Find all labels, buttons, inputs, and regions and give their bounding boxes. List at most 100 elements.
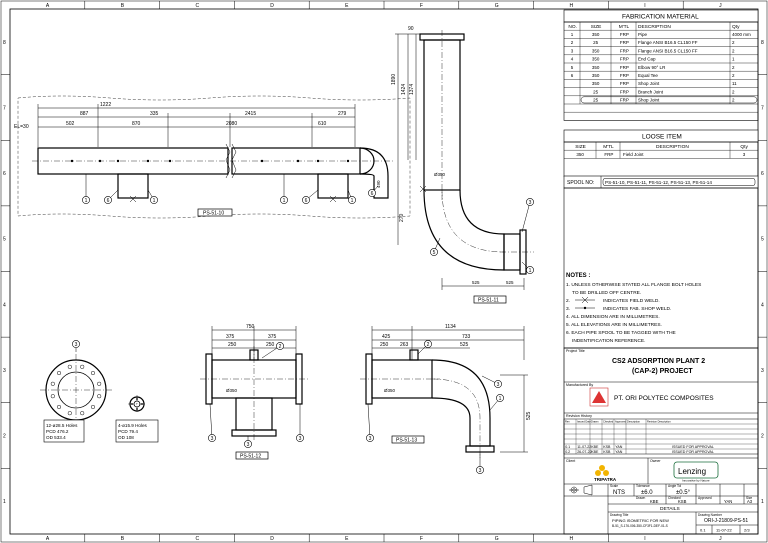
fab-cell: 3 (571, 48, 574, 53)
riser-tag: PS-51-11 (478, 298, 499, 304)
elbow-pipe-label: Ø350 (384, 388, 396, 393)
tee-tag: PS-51-12 (240, 454, 261, 460)
elbow-tag-box (391, 435, 425, 444)
rev-cell: 26-07-22 (577, 450, 591, 454)
elbow-dim-5: 525 (460, 342, 469, 348)
note-2-prefix: 2. (566, 298, 570, 304)
dim-small-0: 490 (376, 180, 381, 188)
elbow-dim-0: 1134 (445, 324, 456, 330)
item-bubble-number: 3 (299, 436, 302, 442)
dim-b0: 502 (66, 121, 75, 127)
spool-label: SPOOL NO: (567, 180, 594, 186)
frame-letter-top: J (719, 3, 722, 9)
riser-tag-box (473, 295, 507, 304)
checked-label: Checked (668, 496, 681, 500)
item-bubble-number: 2 (279, 344, 282, 350)
loose-cell: FRP (604, 152, 613, 157)
loose-cell: Field Joint (623, 152, 644, 157)
drawing-no: ORI-J-21809-PS-51 (704, 518, 748, 524)
title-block: Project Title CS2 ADSORPTION PLANT 2 (CA… (563, 347, 759, 535)
fab-cell: FRP (620, 40, 629, 45)
frame-number-right: 6 (761, 171, 764, 177)
elbow-dim-1: 425 (382, 334, 391, 340)
rev-header-cell: Approved (615, 420, 627, 424)
fab-cell: FRP (620, 48, 629, 53)
owner-name: Lenzing (678, 467, 706, 476)
riser-dim-0: 1890 (391, 74, 397, 85)
fab-cell: 2 (732, 89, 735, 94)
tee-dim-1: 375 (226, 334, 235, 340)
tee-dim-0: 750 (246, 324, 255, 330)
drawing-sub: B-51_S-176-006-350-CF3F1-DEF-01-S (612, 524, 668, 528)
checked-value: KSB (678, 499, 687, 504)
loose-title: LOOSE ITEM (642, 134, 682, 141)
fab-cell: 2 (732, 40, 735, 45)
tee-dim-3: 250 (228, 342, 237, 348)
scale-value: NTS (613, 490, 625, 496)
fab-cell: 6 (571, 73, 574, 78)
ori-logo (589, 387, 609, 407)
rev-cell: KSB (603, 445, 611, 449)
item-bubble (348, 196, 356, 204)
view-elbow: 1134 425 733 250 263 525 Ø350 525 PS-51-… (360, 324, 532, 474)
note-1b: TO BE DRILLED OFF CENTRE. (572, 290, 641, 296)
fab-cell: 350 (592, 73, 600, 78)
view-riser: 1890 1424 1374 270 90 Ø350 525 525 PS-51… (391, 26, 534, 304)
riser-bubbles: 351 (430, 198, 534, 274)
frame-letter-top: D (270, 3, 274, 9)
elbow-side-dim: 525 (526, 411, 532, 420)
item-bubble-number: 3 (529, 200, 532, 206)
elbow-dim-4: 263 (400, 342, 409, 348)
flange2-holes: 4-ø15.9 Holes (118, 423, 148, 428)
notes-title: NOTES : (566, 273, 590, 279)
frame-number-right: 1 (761, 499, 764, 505)
fab-cell: FRP (620, 98, 629, 103)
rev-header-cell: Rev (565, 420, 570, 424)
project-line2: (CAP-2) PROJECT (632, 368, 693, 375)
frame-letter-bottom: J (719, 536, 722, 542)
item-bubble-number: 3 (479, 468, 482, 474)
fab-cell: 2 (732, 48, 735, 53)
fab-cell: FRP (620, 57, 629, 62)
fab-cell: 4000 mm (732, 32, 751, 37)
item-bubble-number: 1 (499, 396, 502, 402)
el-label: EL=30 (14, 124, 29, 130)
frame-letter-top: H (570, 3, 574, 9)
owner-tagline: Innovative by Nature (682, 479, 710, 483)
frame-letter-top: E (345, 3, 349, 9)
bolt-hole (67, 411, 72, 416)
item-bubble (72, 340, 80, 348)
rev-value: 0.1 (700, 528, 706, 533)
flange1-bubble: 3 (75, 342, 78, 348)
item-bubble-number: 1 (529, 268, 532, 274)
fab-cell: Shop Joint (638, 98, 660, 103)
frame-number-right: 8 (761, 40, 764, 46)
frame-number-left: 7 (3, 105, 6, 111)
fab-header-cell: M'TL (619, 24, 630, 30)
frame-number-left: 4 (3, 302, 6, 308)
frame-letter-top: B (121, 3, 125, 9)
item-bubble (302, 196, 310, 204)
frame-number-right: 4 (761, 302, 764, 308)
fab-cell: FRP (620, 73, 629, 78)
project-label: Project Title (566, 349, 585, 353)
bolt-hole (56, 404, 62, 410)
fab-cell: 25 (593, 40, 599, 45)
item-bubble (208, 434, 216, 442)
elbow-dim-2: 733 (462, 334, 471, 340)
rev-cell: 0.1 (565, 445, 570, 449)
item-bubble (244, 440, 252, 448)
fab-cell: FRP (620, 65, 629, 70)
fab-header-cell: DESCRIPTION (638, 24, 671, 30)
fab-cell: 350 (592, 81, 600, 86)
client-label: Client (566, 459, 575, 463)
dim-a3: 279 (338, 111, 347, 117)
fab-cell: 350 (592, 48, 600, 53)
item-bubble (368, 189, 376, 197)
frame-letter-bottom: B (121, 536, 125, 542)
fab-cell: FRP (620, 89, 629, 94)
item-bubble (82, 196, 90, 204)
view-top-spool: 1222 887 335 2415 279 502 870 2080 610 E… (14, 95, 411, 219)
